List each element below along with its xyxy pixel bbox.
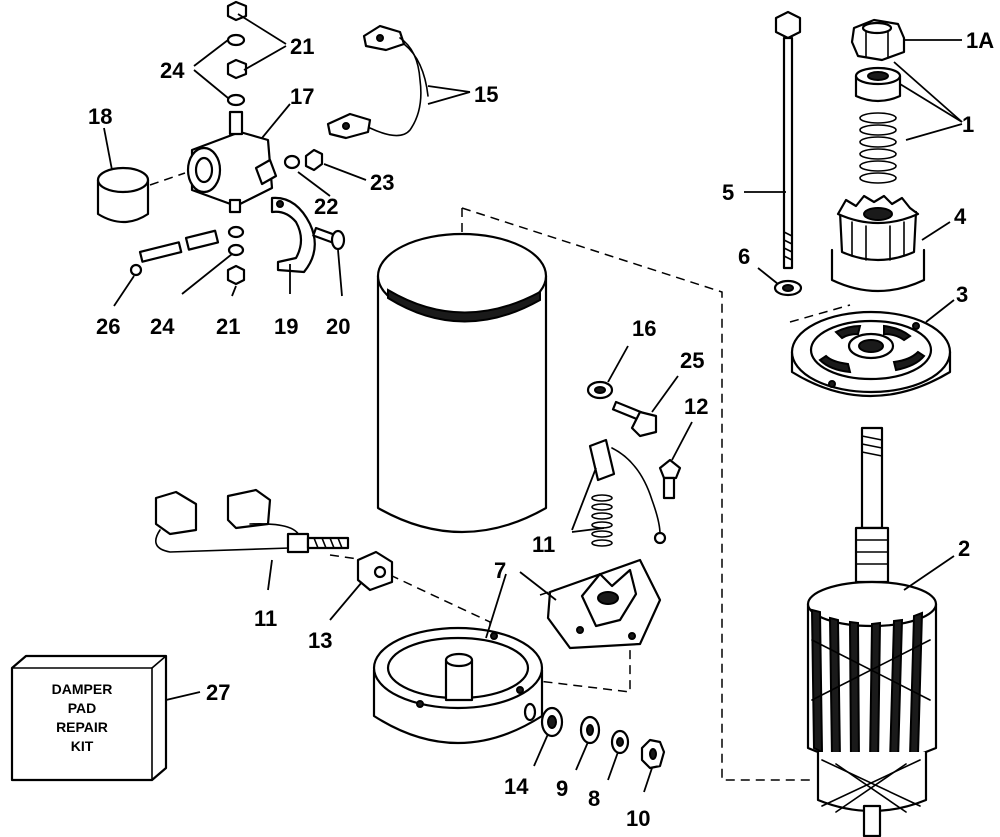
part-24-washer-top bbox=[226, 33, 246, 107]
part-26-stud bbox=[129, 229, 220, 277]
part-19-bracket bbox=[270, 196, 316, 274]
callout-6: 6 bbox=[738, 244, 750, 269]
callout-8: 8 bbox=[588, 786, 600, 811]
part-16-washer bbox=[586, 380, 614, 400]
kit-label-line-2: PAD bbox=[68, 700, 97, 716]
callout-21-top: 21 bbox=[290, 34, 314, 59]
part-2-armature bbox=[806, 426, 938, 837]
part-24-washer-lower bbox=[227, 225, 245, 257]
callout-5: 5 bbox=[722, 180, 734, 205]
part-21-nut-mid bbox=[226, 58, 248, 80]
part-7-brush-plate bbox=[546, 558, 662, 650]
callout-3: 3 bbox=[956, 282, 968, 307]
callout-15: 15 bbox=[474, 82, 498, 107]
part-8-lockwasher bbox=[610, 729, 630, 755]
part-4-pinion-drive bbox=[830, 194, 926, 293]
callout-13: 13 bbox=[308, 628, 332, 653]
callout-25: 25 bbox=[680, 348, 704, 373]
callout-26: 26 bbox=[96, 314, 120, 339]
part-3-end-cap bbox=[790, 310, 952, 398]
kit-label-line-1: DAMPER bbox=[52, 681, 113, 697]
part-15-leads bbox=[326, 24, 429, 140]
part-25-bolt bbox=[611, 400, 658, 438]
kit-label-line-3: REPAIR bbox=[56, 719, 108, 735]
part-12-screw bbox=[658, 458, 682, 500]
part-23-nut bbox=[304, 148, 324, 172]
callout-2: 2 bbox=[958, 536, 970, 561]
callout-1: 1 bbox=[962, 112, 974, 137]
part-22-washer bbox=[283, 154, 301, 170]
part-20-screw bbox=[312, 226, 346, 251]
callout-17: 17 bbox=[290, 84, 314, 109]
callout-23: 23 bbox=[370, 170, 394, 195]
callout-27: 27 bbox=[206, 680, 230, 705]
part-17-solenoid bbox=[186, 110, 278, 214]
part-6-washer bbox=[773, 279, 803, 297]
part-14-washer bbox=[540, 706, 564, 738]
kit-label-line-4: KIT bbox=[71, 738, 94, 754]
callout-12: 12 bbox=[684, 394, 708, 419]
callout-16: 16 bbox=[632, 316, 656, 341]
callout-labels: 1A 1 2 3 4 5 6 7 8 9 10 11 11 12 13 14 1… bbox=[88, 28, 994, 831]
callout-14: 14 bbox=[504, 774, 529, 799]
frame-housing bbox=[376, 232, 548, 534]
callout-24-top: 24 bbox=[160, 58, 185, 83]
part-5-through-bolt bbox=[774, 10, 802, 270]
part-11-brush-lead-assembly bbox=[154, 488, 350, 554]
part-18-damper-sleeve bbox=[96, 166, 150, 224]
part-9-washer bbox=[579, 715, 601, 745]
part-1a-nut bbox=[850, 18, 906, 62]
part-1-spacer-sleeve bbox=[854, 66, 902, 103]
callout-9: 9 bbox=[556, 776, 568, 801]
callout-4: 4 bbox=[954, 204, 967, 229]
callout-11-right: 11 bbox=[532, 532, 555, 557]
callout-22: 22 bbox=[314, 194, 338, 219]
part-1-spring bbox=[859, 112, 897, 184]
callout-20: 20 bbox=[326, 314, 350, 339]
end-housing bbox=[372, 626, 544, 745]
callout-10: 10 bbox=[626, 806, 650, 831]
part-27-kit-box: DAMPER PAD REPAIR KIT bbox=[10, 654, 168, 782]
callout-1a: 1A bbox=[966, 28, 994, 53]
leader-lines bbox=[103, 13, 963, 793]
part-13-terminal bbox=[356, 550, 394, 592]
part-11-brush-spring bbox=[588, 438, 667, 547]
callout-19: 19 bbox=[274, 314, 298, 339]
part-21-nut-lower bbox=[226, 264, 246, 286]
callout-24-bottom: 24 bbox=[150, 314, 175, 339]
callout-21-bottom: 21 bbox=[216, 314, 240, 339]
part-10-nut bbox=[640, 738, 666, 770]
callout-7: 7 bbox=[494, 558, 506, 583]
callout-11-left: 11 bbox=[254, 606, 277, 631]
callout-18: 18 bbox=[88, 104, 112, 129]
